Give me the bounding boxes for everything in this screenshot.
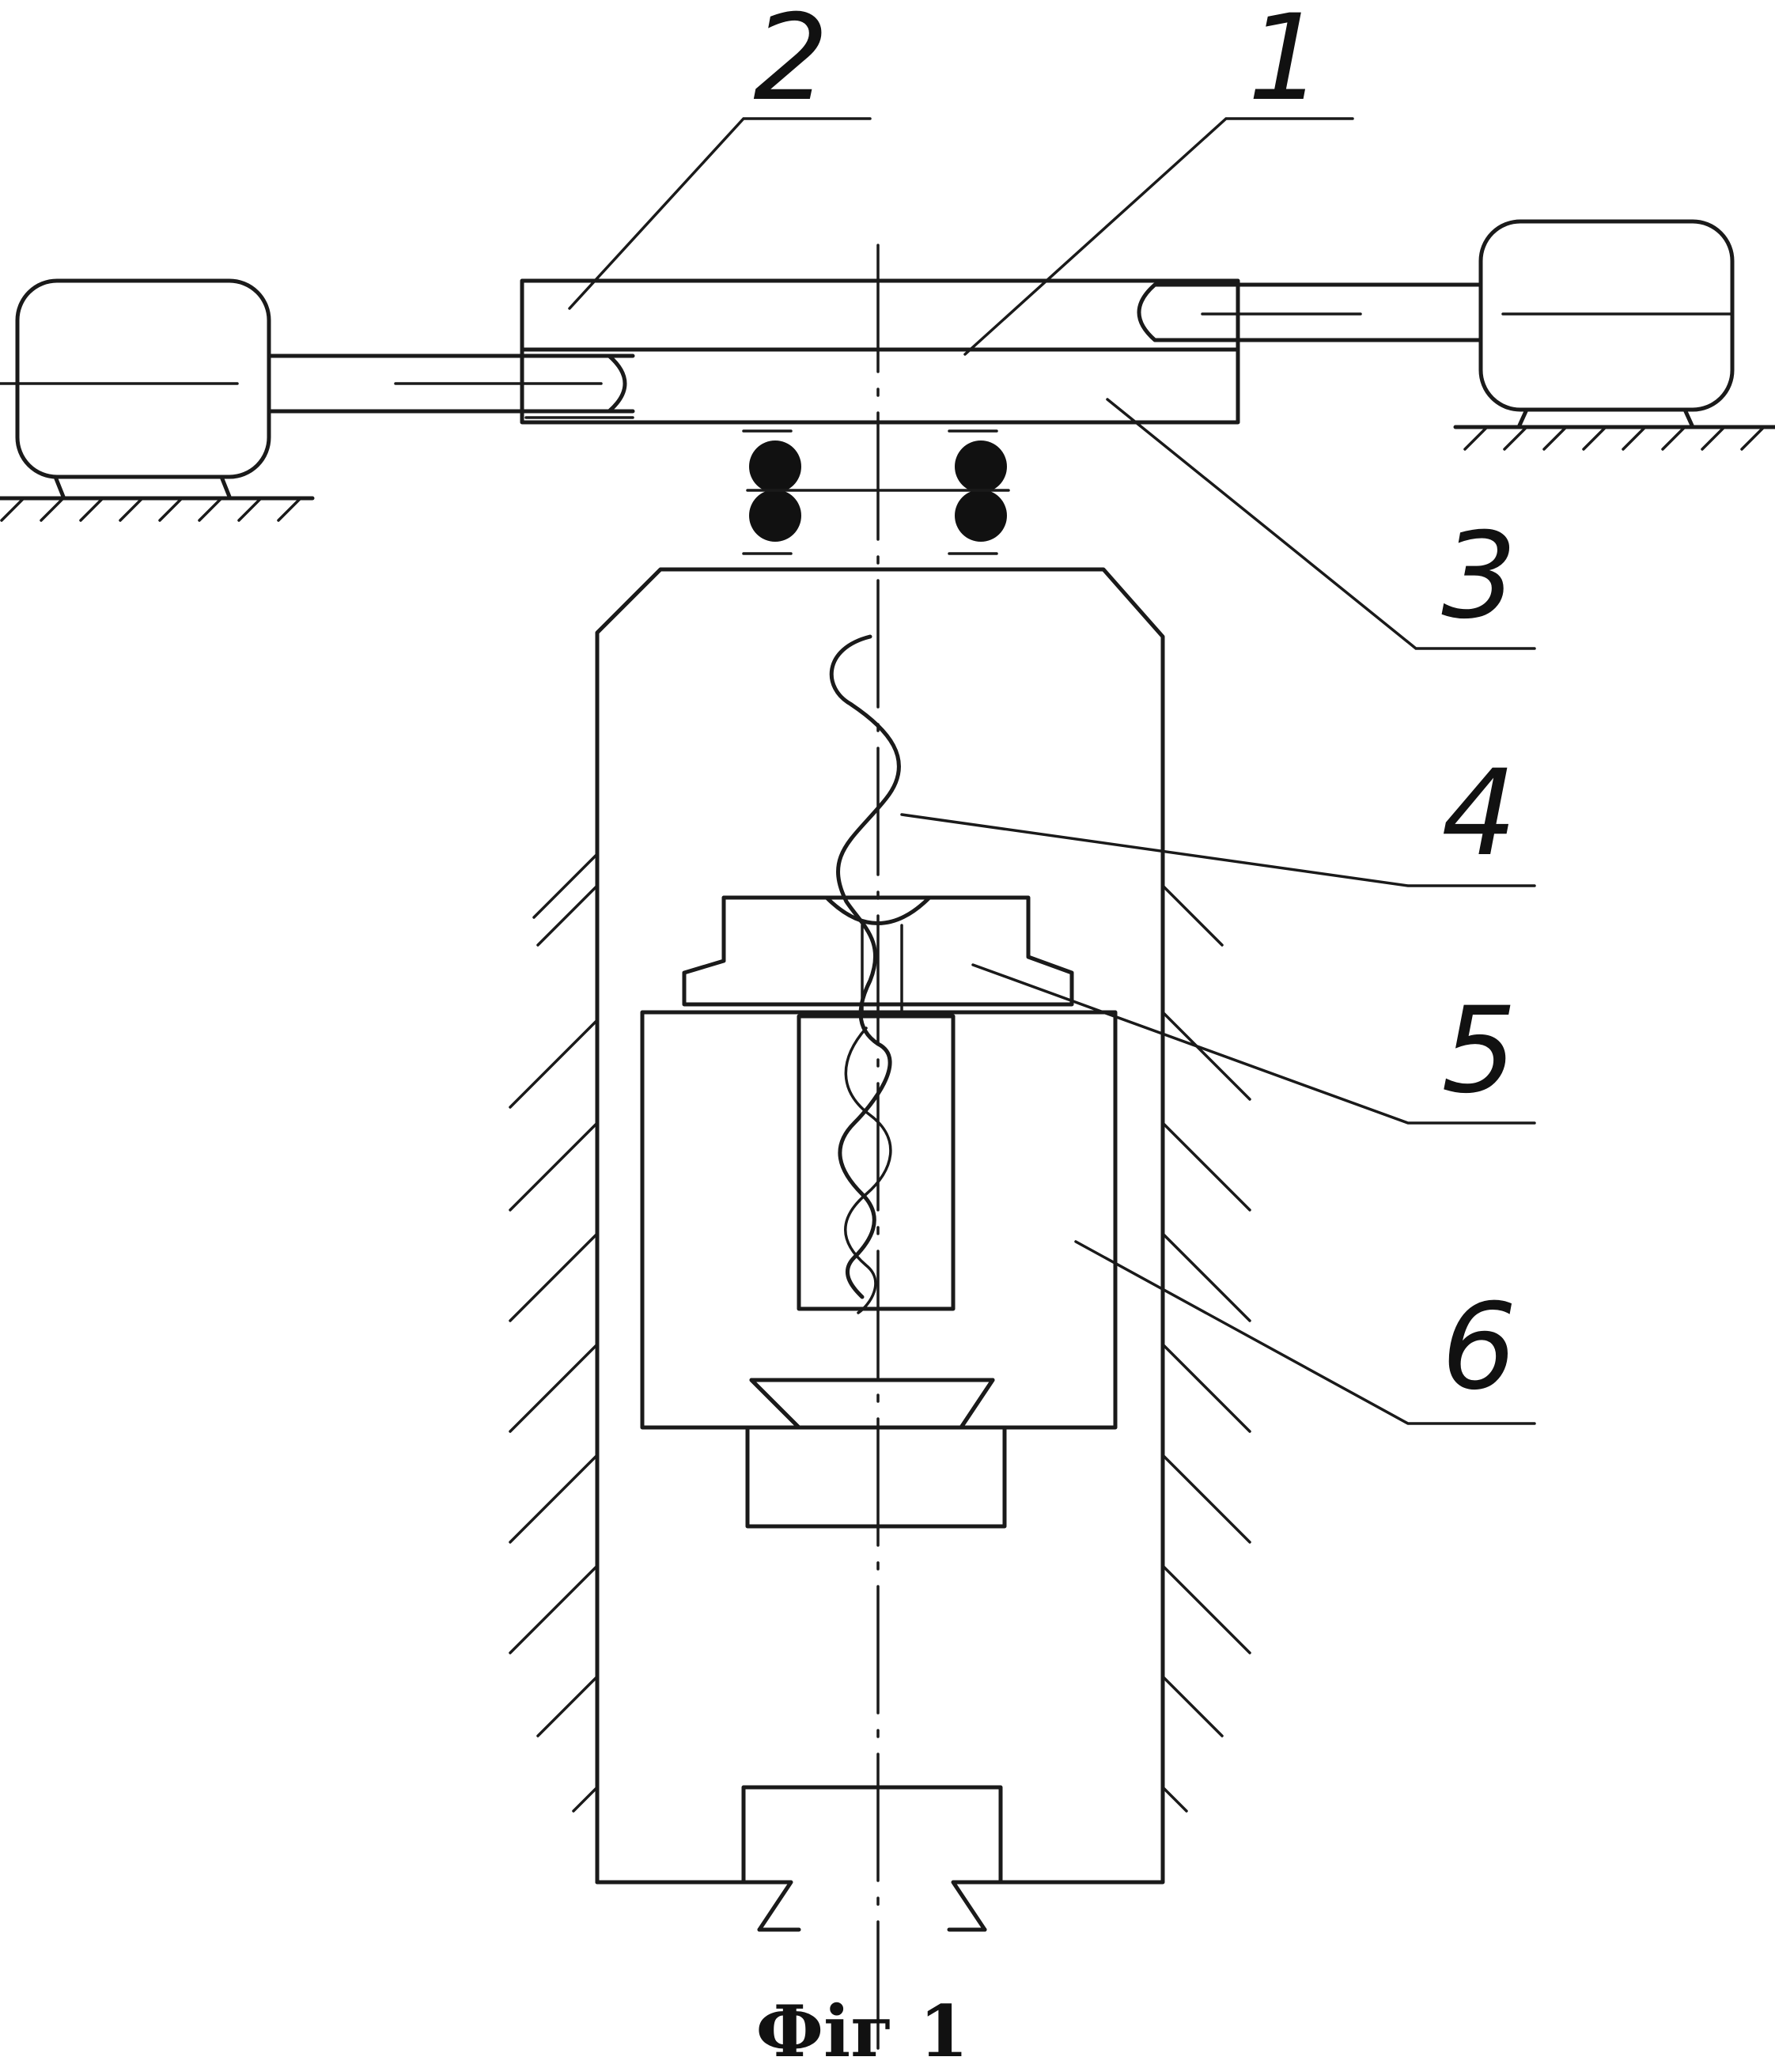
callout-2: 2	[753, 0, 828, 127]
spiral-spring-inner	[844, 1027, 892, 1314]
callout-1: 1	[1247, 0, 1323, 127]
spiral-spring-4	[829, 634, 901, 1299]
outer-housing	[509, 567, 1251, 1885]
right-motor	[1184, 219, 1775, 451]
lower-disc-3	[520, 347, 1240, 425]
callout-3: 3	[1441, 508, 1516, 645]
callout-5: 5	[1441, 982, 1516, 1120]
callout-4: 4	[1441, 745, 1516, 883]
bottom-mount	[741, 1785, 1003, 1932]
left-motor	[0, 278, 635, 522]
bearing-balls	[742, 429, 1010, 555]
body-6	[640, 1010, 1118, 1430]
leader-lines	[568, 117, 1536, 1425]
figure-caption: Фіг 1	[756, 1990, 969, 2072]
callout-6: 6	[1441, 1279, 1516, 1416]
upper-disc-2	[520, 278, 1240, 352]
lower-stem	[745, 1425, 1007, 1529]
